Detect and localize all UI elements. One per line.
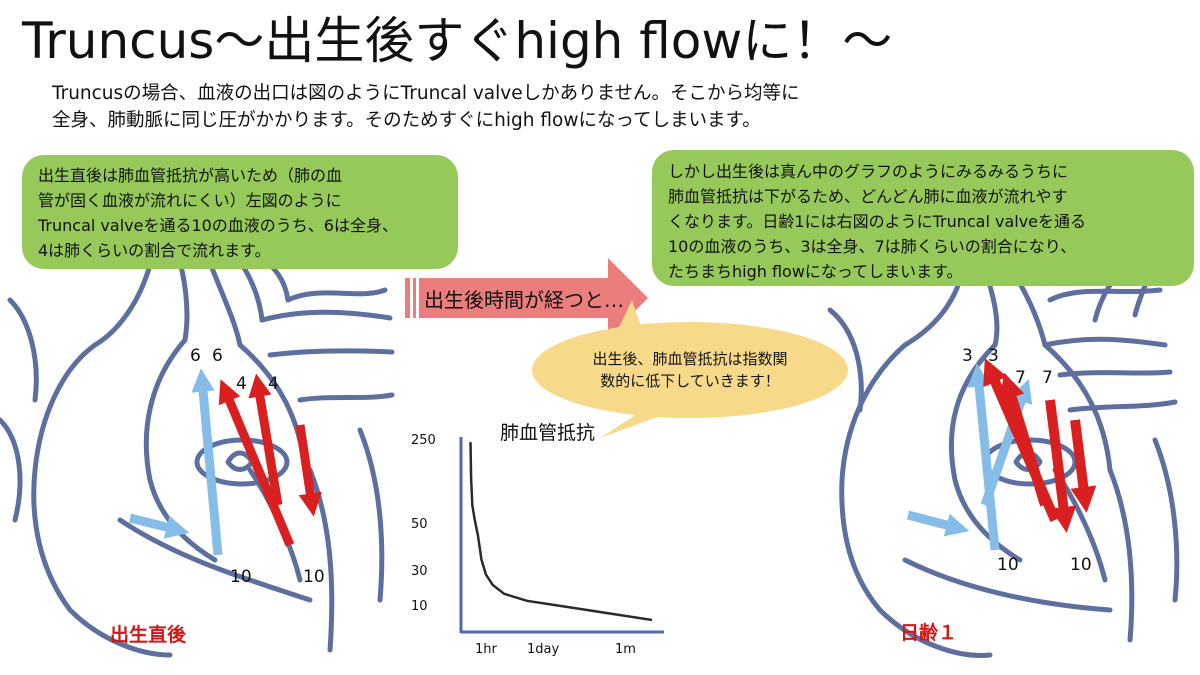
right-box-line-4: 10の血液のうち、3は全身、7は肺くらいの割合になり、 bbox=[668, 237, 1077, 256]
right-systemic-value-2: 3 bbox=[988, 346, 999, 366]
left-blue-inflow-arrow bbox=[128, 513, 190, 539]
intro-line-2: 全身、肺動脈に同じ圧がかかります。そのためすぐにhigh flowになってしまい… bbox=[52, 110, 761, 131]
chart-xtick: 1m bbox=[615, 642, 636, 657]
left-red-arrow-3 bbox=[295, 424, 322, 517]
right-pulmonary-value-1: 7 bbox=[1015, 368, 1026, 388]
right-box-line-2: 肺血管抵抗は下がるため、どんどん肺に血液が流れやす bbox=[668, 187, 1068, 206]
chart-ytick: 50 bbox=[411, 517, 428, 532]
right-red-arrow-3 bbox=[1045, 399, 1077, 533]
time-arrow bbox=[405, 258, 648, 338]
time-arrow-label: 出生後時間が経つと… bbox=[424, 288, 624, 312]
left-box-line-2: 管が固く血液が流れにくい）左図のように bbox=[38, 191, 342, 210]
right-red-arrow-2 bbox=[999, 372, 1050, 507]
left-red-arrow-2 bbox=[248, 373, 283, 506]
right-systemic-value-1: 3 bbox=[962, 346, 973, 366]
left-inflow-value-1: 10 bbox=[230, 567, 252, 587]
chart-xtick: 1day bbox=[527, 642, 560, 657]
chart-title: 肺血管抵抗 bbox=[500, 422, 596, 444]
left-heart-caption: 出生直後 bbox=[110, 624, 187, 646]
explanation-box-left: 出生直後は肺血管抵抗が高いため（肺の血 管が固く血液が流れにくい）左図のように … bbox=[22, 155, 458, 269]
resistance-chart bbox=[459, 437, 664, 634]
bubble-text: 出生後、肺血管抵抗は指数関 数的に低下していきます！ bbox=[554, 348, 826, 392]
chart-ytick: 30 bbox=[411, 564, 428, 579]
chart-ytick: 250 bbox=[411, 433, 436, 448]
left-pulmonary-value-2: 4 bbox=[268, 374, 279, 394]
slide-title: Truncus〜出生後すぐhigh flowに！〜 bbox=[22, 12, 893, 70]
intro-text: Truncusの場合、血液の出口は図のようにTruncal valveしかありま… bbox=[52, 80, 800, 134]
left-pulmonary-value-1: 4 bbox=[236, 374, 247, 394]
right-inflow-value-2: 10 bbox=[1070, 555, 1092, 575]
right-blue-inflow-arrow bbox=[906, 510, 970, 537]
right-box-line-1: しかし出生後は真ん中のグラフのようにみるみるうちに bbox=[668, 162, 1069, 181]
right-inflow-value-1: 10 bbox=[997, 555, 1019, 575]
chart-xtick: 1hr bbox=[475, 642, 497, 657]
right-heart-arrows bbox=[906, 358, 1097, 551]
left-blue-up-arrow bbox=[191, 368, 223, 556]
intro-line-1: Truncusの場合、血液の出口は図のようにTruncal valveしかありま… bbox=[52, 83, 800, 104]
chart-ytick: 10 bbox=[411, 599, 428, 614]
chart-curve-line bbox=[469, 442, 653, 622]
left-box-line-1: 出生直後は肺血管抵抗が高いため（肺の血 bbox=[38, 166, 343, 185]
left-red-arrow-1 bbox=[218, 379, 295, 547]
right-blue-up-arrow bbox=[967, 363, 1000, 551]
bubble-line-1: 出生後、肺血管抵抗は指数関 bbox=[592, 350, 788, 368]
right-box-line-3: くなります。日齢1には右図のようにTruncal valveを通る bbox=[668, 212, 1087, 231]
left-inflow-value-2: 10 bbox=[303, 567, 325, 587]
left-box-line-4: 4は肺くらいの割合で流れます。 bbox=[38, 241, 271, 260]
left-systemic-value-2: 6 bbox=[212, 346, 223, 366]
right-heart-caption: 日齢１ bbox=[900, 622, 958, 644]
left-heart-arrows bbox=[128, 368, 322, 556]
right-pulmonary-value-2: 7 bbox=[1042, 368, 1053, 388]
speech-bubble bbox=[532, 300, 848, 438]
explanation-box-right: しかし出生後は真ん中のグラフのようにみるみるうちに 肺血管抵抗は下がるため、どん… bbox=[652, 150, 1194, 286]
right-red-arrow-4 bbox=[1070, 419, 1097, 513]
right-box-line-5: たちまちhigh flowになってしまいます。 bbox=[668, 262, 963, 281]
left-heart-diagram bbox=[0, 242, 395, 658]
bubble-line-2: 数的に低下していきます！ bbox=[600, 372, 780, 390]
left-systemic-value-1: 6 bbox=[190, 346, 201, 366]
left-box-line-3: Truncal valveを通る10の血液のうち、6は全身、 bbox=[38, 216, 398, 235]
